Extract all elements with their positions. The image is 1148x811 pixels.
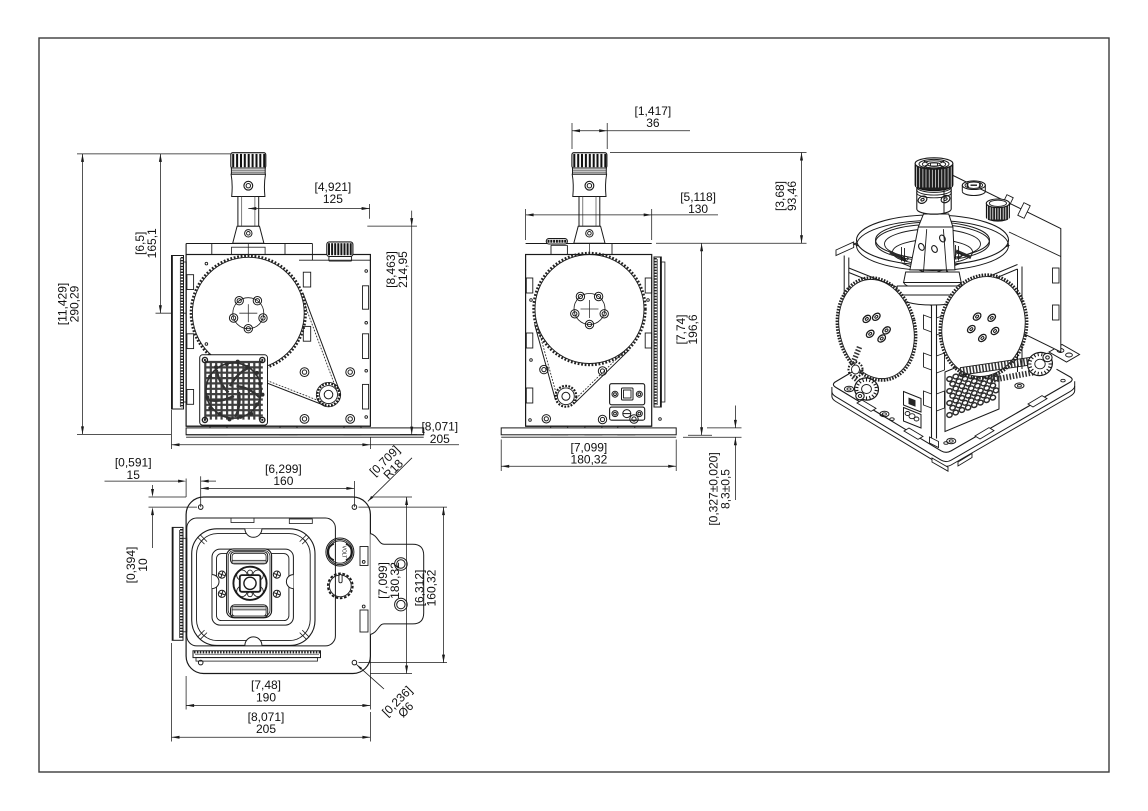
svg-text:15: 15 [127, 468, 141, 482]
svg-text:160,32: 160,32 [425, 569, 439, 606]
svg-text:[11,429]: [11,429] [55, 283, 69, 325]
svg-text:[5,118]: [5,118] [680, 190, 716, 204]
svg-text:[6,5]: [6,5] [133, 232, 147, 255]
svg-text:125: 125 [323, 192, 343, 206]
svg-text:[0,394]: [0,394] [124, 547, 138, 584]
svg-text:196,6: 196,6 [686, 314, 700, 344]
svg-text:36: 36 [646, 116, 660, 130]
svg-text:290,29: 290,29 [68, 285, 82, 322]
svg-text:10: 10 [136, 558, 150, 572]
svg-text:VOLT: VOLT [341, 546, 347, 559]
svg-text:[1,417]: [1,417] [635, 104, 672, 118]
svg-text:160: 160 [273, 474, 293, 488]
svg-text:190: 190 [256, 690, 276, 704]
svg-text:165,1: 165,1 [145, 228, 159, 258]
svg-text:180,32: 180,32 [571, 453, 608, 467]
svg-text:[8,463]: [8,463] [384, 251, 398, 288]
svg-text:93,46: 93,46 [785, 181, 799, 211]
svg-text:[4,921]: [4,921] [315, 180, 352, 194]
svg-text:[7,099]: [7,099] [376, 562, 390, 599]
svg-text:[3,68]: [3,68] [773, 181, 787, 211]
svg-text:180,32: 180,32 [388, 562, 402, 599]
svg-text:[0,327±0,020]: [0,327±0,020] [707, 452, 721, 525]
svg-text:[0,591]: [0,591] [115, 456, 152, 470]
svg-text:[7,74]: [7,74] [674, 314, 688, 344]
svg-text:[6,299]: [6,299] [265, 462, 302, 476]
svg-text:[6,312]: [6,312] [412, 570, 426, 607]
svg-text:214,95: 214,95 [396, 251, 410, 288]
svg-text:[7,48]: [7,48] [251, 678, 281, 692]
svg-text:[8,071]: [8,071] [248, 710, 285, 724]
svg-text:8,3±0,5: 8,3±0,5 [719, 469, 733, 509]
svg-text:[8,071]: [8,071] [421, 420, 458, 434]
svg-text:205: 205 [256, 722, 276, 736]
svg-text:[7,099]: [7,099] [571, 440, 608, 454]
svg-text:130: 130 [688, 202, 708, 216]
svg-text:205: 205 [430, 432, 450, 446]
